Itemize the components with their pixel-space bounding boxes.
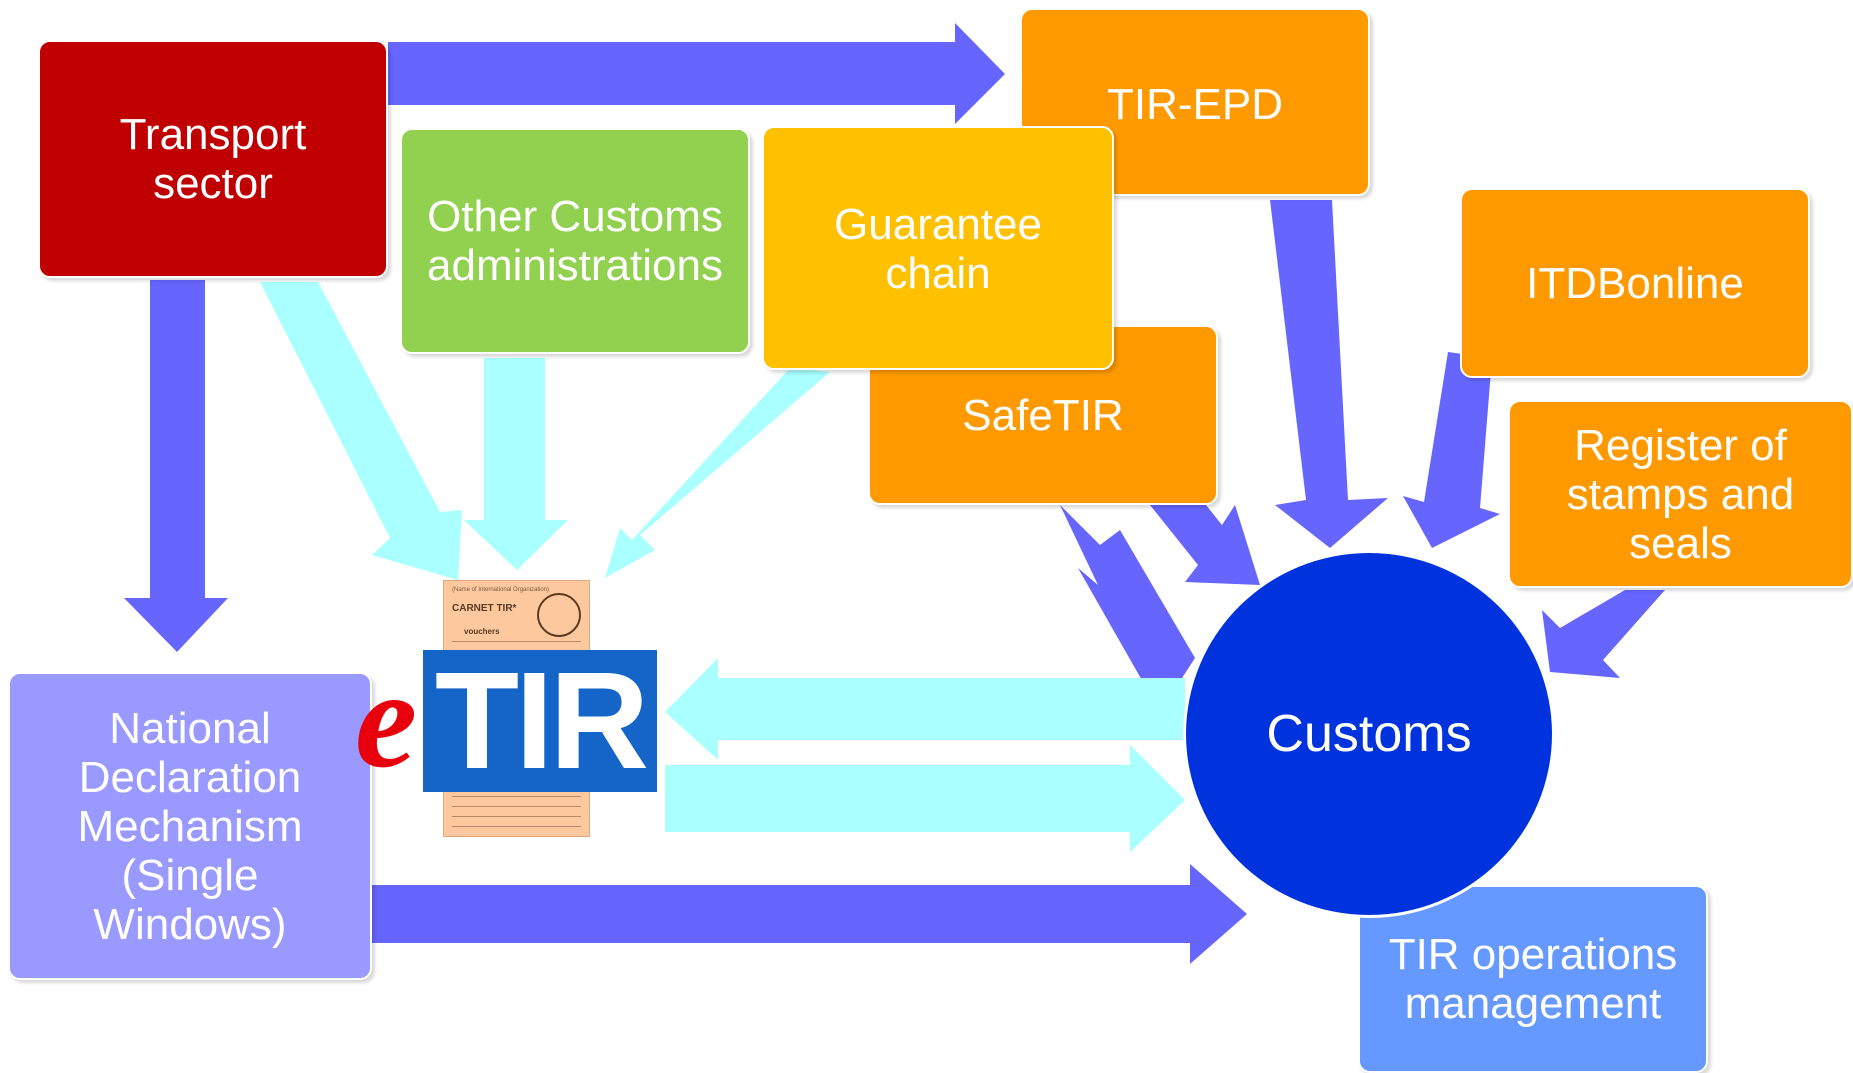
etir-logo: e TIR	[355, 642, 657, 798]
arrow-other-customs-to-etir	[464, 358, 568, 570]
carnet-stamp-circle	[537, 593, 581, 637]
etir-logo-tir: TIR	[423, 644, 657, 798]
tir-operations-box: TIR operations management	[1358, 885, 1708, 1073]
arrow-customs-to-etir	[665, 658, 1185, 760]
transport-sector-box: Transport sector	[38, 40, 388, 278]
other-customs-box: Other Customs administrations	[400, 128, 750, 354]
register-box: Register of stamps and seals	[1508, 400, 1853, 588]
arrow-tir-epd-to-customs	[1270, 200, 1388, 548]
arrow-transport-to-national	[124, 280, 228, 652]
arrow-national-to-customs	[372, 864, 1247, 964]
carnet-line	[452, 826, 581, 827]
carnet-vouchers: vouchers	[464, 627, 500, 636]
carnet-line	[452, 796, 581, 797]
carnet-line	[452, 641, 581, 642]
guarantee-chain-box: Guarantee chain	[762, 126, 1114, 370]
arrow-safetir-to-customs	[1150, 485, 1260, 585]
arrow-etir-to-customs	[665, 745, 1185, 852]
arrow-transport-to-tir-epd	[388, 23, 1005, 124]
national-declaration-box: National Declaration Mechanism (Single W…	[8, 672, 372, 980]
customs-circle: Customs	[1183, 550, 1555, 918]
arrow-register-to-customs	[1542, 590, 1665, 678]
arrow-transport-to-etir	[260, 282, 462, 580]
carnet-line	[452, 816, 581, 817]
etir-logo-e: e	[355, 642, 418, 797]
carnet-title: CARNET TIR*	[452, 603, 517, 614]
carnet-header: (Name of International Organization)	[452, 587, 550, 593]
carnet-line	[452, 806, 581, 807]
arrow-itdb-to-customs	[1403, 352, 1500, 548]
arrow-guarantee-to-etir	[605, 368, 830, 578]
arrow-customs-to-safetir	[1060, 505, 1195, 712]
itdbonline-box: ITDBonline	[1460, 188, 1810, 378]
